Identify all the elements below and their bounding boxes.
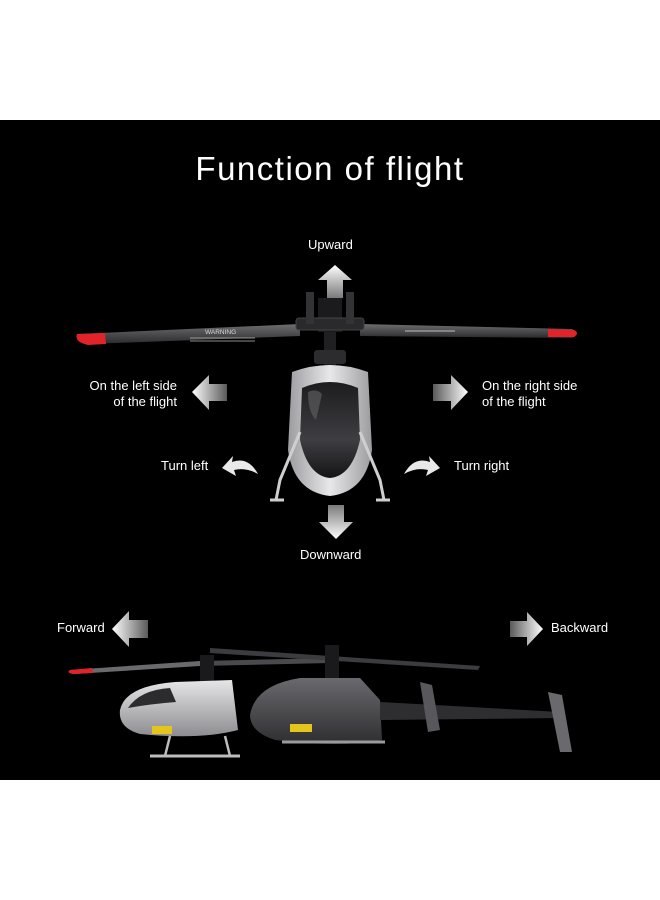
arrow-right-icon: [433, 375, 468, 410]
label-left-side: On the left side of the flight: [80, 378, 177, 410]
turn-left-arrow-icon: [222, 456, 258, 476]
page-title: Function of flight: [195, 150, 465, 187]
label-turn-right: Turn right: [454, 458, 510, 473]
image-panel: Function of flight Upward Downward On th…: [0, 120, 660, 780]
helicopter-side-view-dark: [210, 645, 572, 752]
label-right-side-line2: of the flight: [482, 394, 546, 409]
label-left-side-line2: of the flight: [113, 394, 177, 409]
label-right-side-line1: On the right side: [482, 378, 578, 393]
label-upward: Upward: [308, 237, 353, 252]
helicopter-side-view-light: [68, 655, 330, 758]
label-backward: Backward: [551, 620, 609, 635]
backward-arrow-icon: [510, 612, 543, 646]
label-right-side: On the right side of the flight: [482, 378, 577, 410]
helicopter-scene: WARNING: [68, 265, 577, 758]
turn-right-arrow-icon: [404, 456, 440, 476]
arrow-down-icon: [319, 505, 353, 539]
label-left-side-line1: On the left side: [89, 378, 177, 393]
arrow-up-icon: [318, 265, 352, 298]
arrow-left-icon: [192, 375, 227, 410]
label-turn-left: Turn left: [161, 458, 209, 473]
forward-arrow-icon: [112, 611, 148, 647]
blade-warning-text: WARNING: [205, 329, 236, 336]
label-downward: Downward: [300, 547, 362, 562]
helicopter-front-view: WARNING: [76, 292, 577, 502]
label-forward: Forward: [57, 620, 105, 635]
